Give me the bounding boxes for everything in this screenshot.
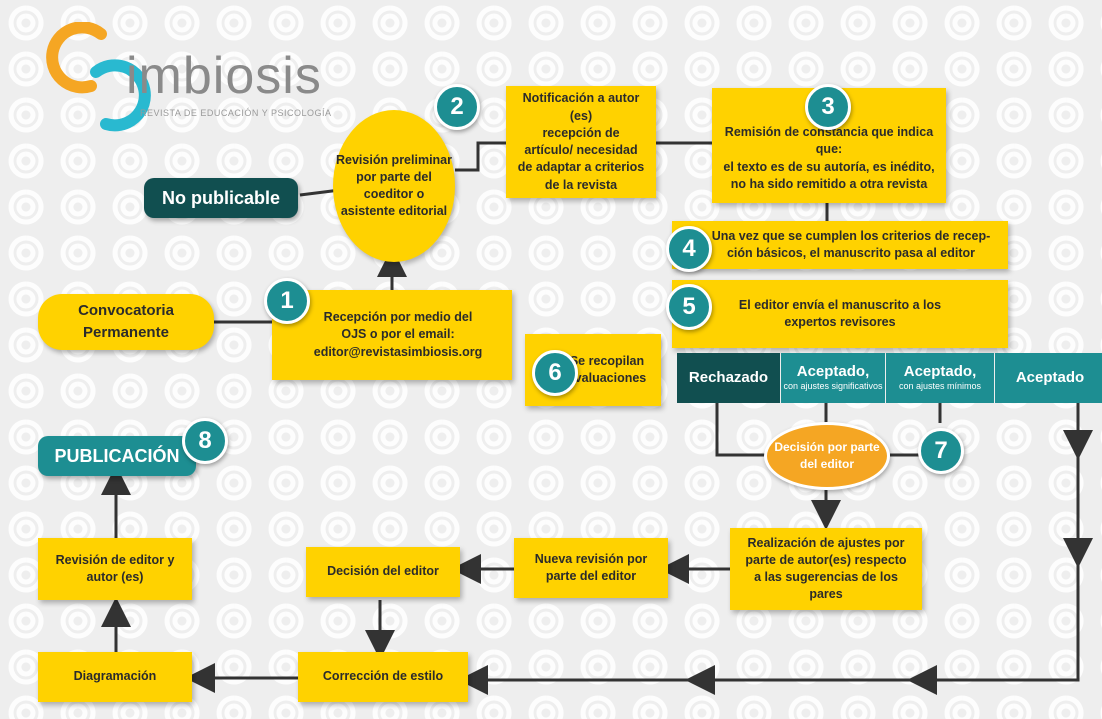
revision-editor-autor-node: Revisión de editor y autor (es)	[38, 538, 192, 600]
realizacion-ajustes-node: Realización de ajustes por parte de auto…	[730, 528, 922, 610]
revision-preliminar-node: Revisión preliminar por parte del coedit…	[333, 110, 455, 262]
decision-parte-editor-node: Decisión por parte del editor	[764, 422, 890, 490]
step-badge-8: 8	[182, 418, 228, 464]
step-badge-2: 2	[434, 84, 480, 130]
step-badge-1: 1	[264, 278, 310, 324]
status-aceptado: Aceptado	[995, 353, 1102, 403]
step-badge-4: 4	[666, 226, 712, 272]
step-badge-5: 5	[666, 284, 712, 330]
correccion-estilo-node: Corrección de estilo	[298, 652, 468, 702]
editor-envia-node: El editor envía el manuscrito a los expe…	[672, 280, 1008, 348]
convocatoria-permanente-node: Convocatoria Permanente	[38, 294, 214, 350]
status-aceptado-significativos: Aceptado, con ajustes significativos	[781, 353, 885, 403]
status-rechazado: Rechazado	[677, 353, 780, 403]
publicacion-label: PUBLICACIÓN	[38, 436, 196, 476]
decision-editor-node: Decisión del editor	[306, 547, 460, 597]
logo-mark-icon	[46, 22, 151, 132]
criterios-basicos-node: Una vez que se cumplen los criterios de …	[672, 221, 1008, 269]
recepcion-node: Recepción por medio del OJS o por el ema…	[272, 290, 512, 380]
logo-wordmark: imbiosis	[126, 47, 322, 105]
notificacion-node: Notificación a autor (es) recepción de a…	[506, 86, 656, 198]
step-badge-7: 7	[918, 428, 964, 474]
status-aceptado-minimos: Aceptado, con ajustes mínimos	[886, 353, 994, 403]
step-badge-3: 3	[805, 84, 851, 130]
logo-subtitle: REVISTA DE EDUCACIÓN Y PSICOLOGÍA	[140, 108, 332, 118]
step-badge-6: 6	[532, 350, 578, 396]
diagramacion-node: Diagramación	[38, 652, 192, 702]
nueva-revision-node: Nueva revisión por parte del editor	[514, 538, 668, 598]
no-publicable-label: No publicable	[144, 178, 298, 218]
